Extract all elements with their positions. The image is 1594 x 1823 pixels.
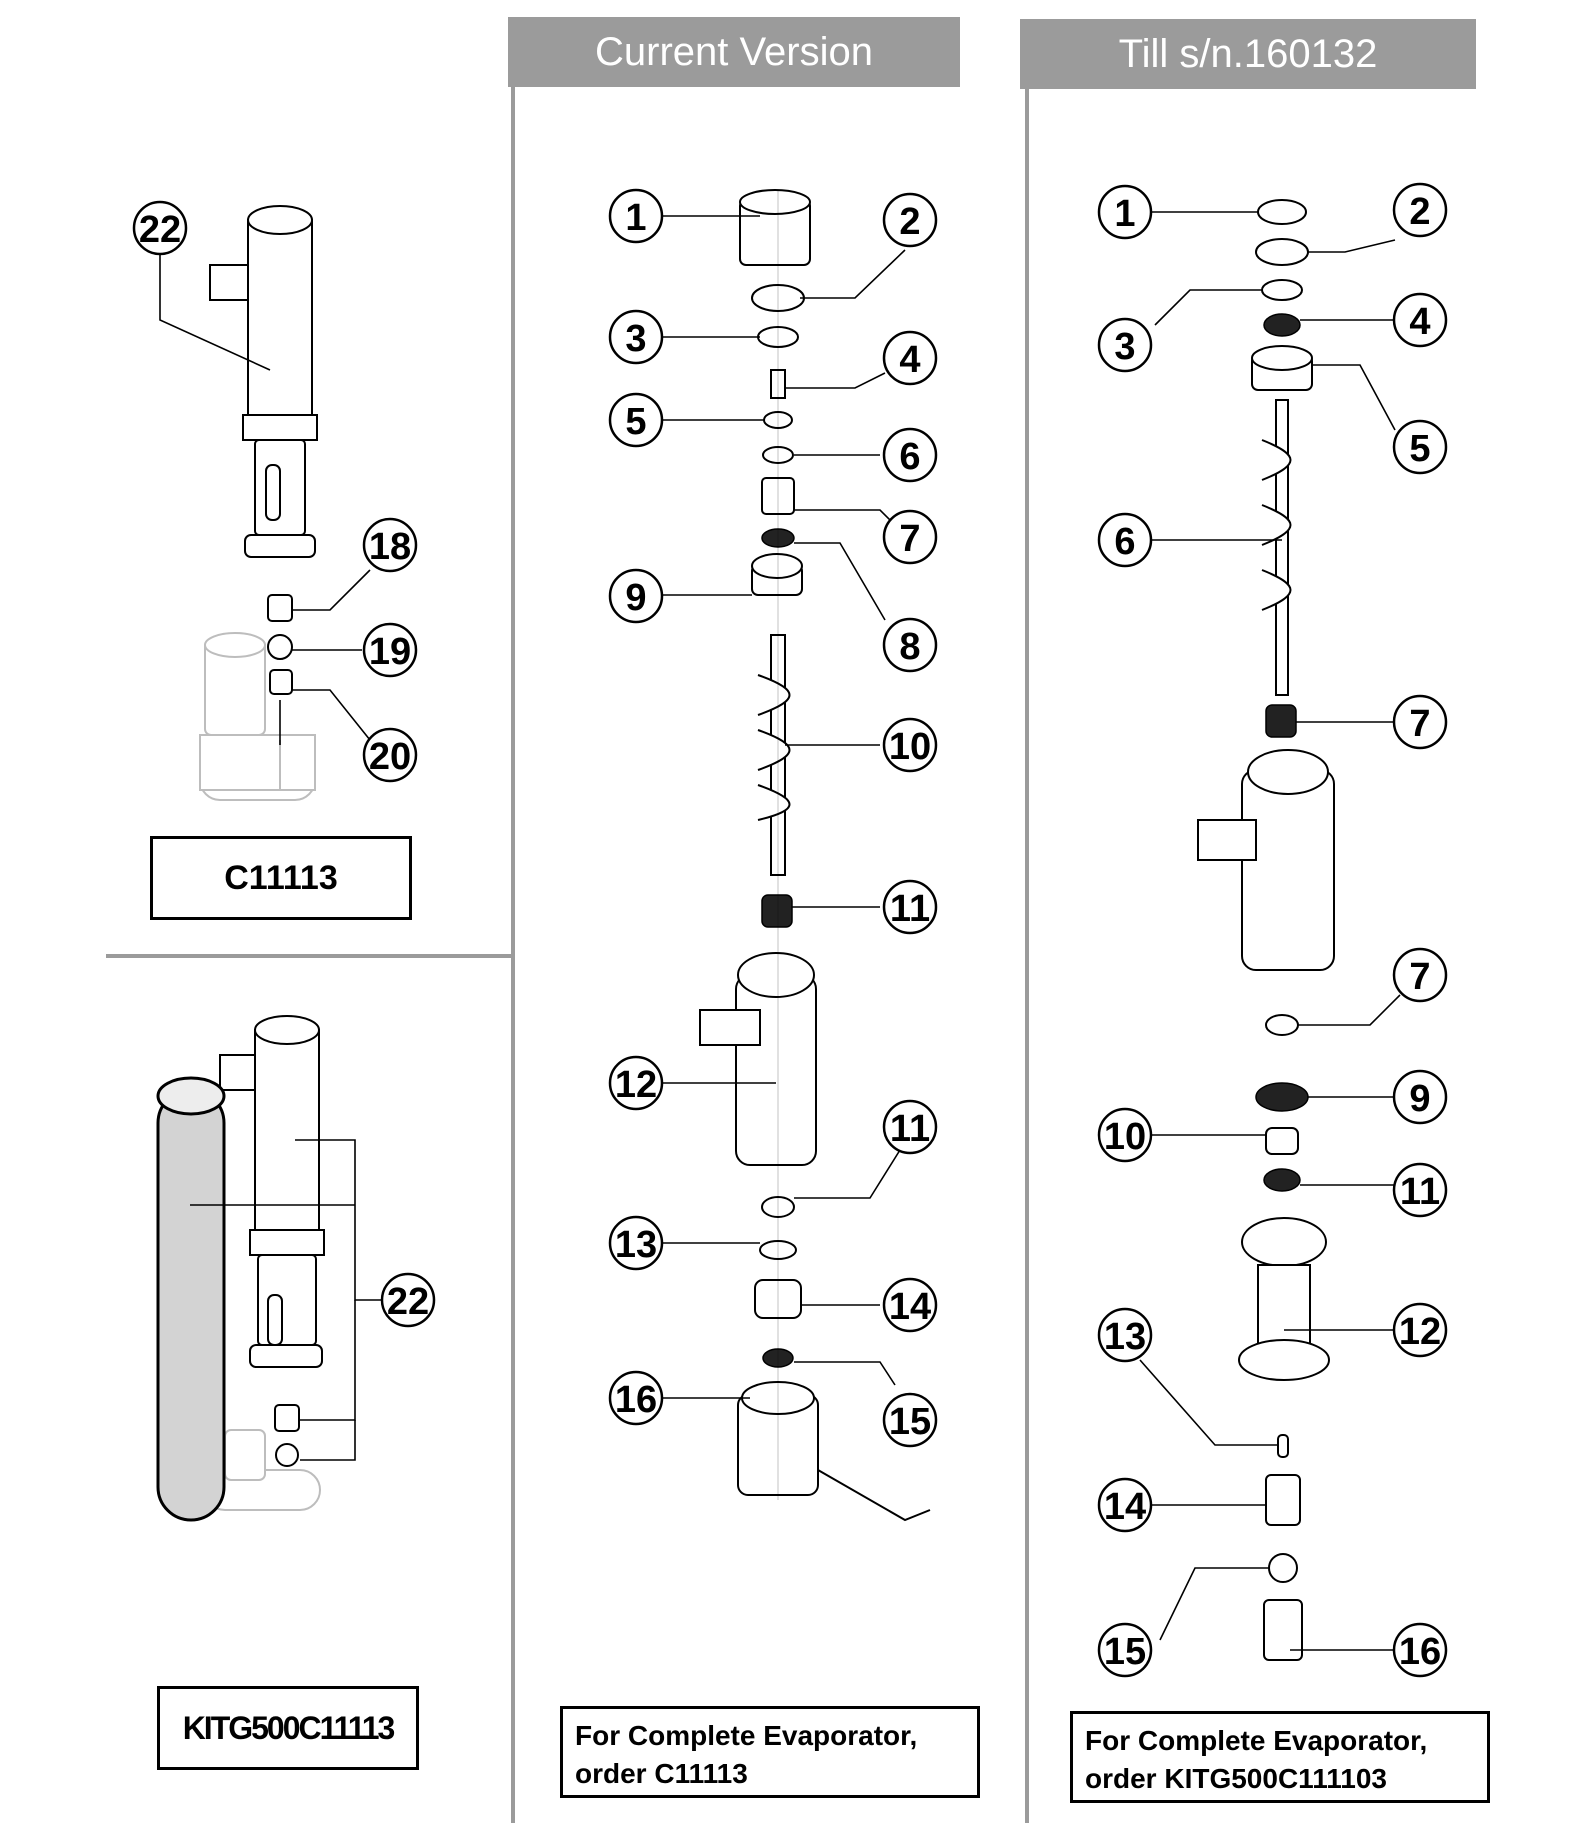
divider-left: [511, 85, 515, 1823]
callout-current-10: 10: [882, 717, 938, 773]
svg-text:8: 8: [899, 626, 920, 668]
callout-current-1: 1: [608, 188, 664, 244]
svg-text:15: 15: [1104, 1631, 1146, 1673]
svg-text:7: 7: [899, 518, 920, 560]
svg-text:1: 1: [1114, 193, 1135, 235]
callout-old-7-upper: 7: [1392, 694, 1448, 750]
svg-text:9: 9: [625, 577, 646, 619]
callout-current-7: 7: [882, 509, 938, 565]
part-number-c11113: C11113: [150, 836, 412, 920]
callout-old-7-lower: 7: [1392, 947, 1448, 1003]
callout-old-6: 6: [1097, 512, 1153, 568]
svg-text:9: 9: [1409, 1078, 1430, 1120]
svg-text:15: 15: [889, 1401, 931, 1443]
svg-text:13: 13: [615, 1224, 657, 1266]
part-number-kitg500c11113: KITG500C11113: [157, 1686, 419, 1770]
callout-18: 18: [362, 517, 418, 573]
order-note-old-line2: order KITG500C111103: [1085, 1763, 1387, 1794]
callout-old-15: 15: [1097, 1622, 1153, 1678]
callout-old-3: 3: [1097, 317, 1153, 373]
assembled-evaporator-kit: [156, 1015, 385, 1522]
callout-current-15: 15: [882, 1392, 938, 1448]
callout-current-12: 12: [608, 1055, 664, 1111]
svg-text:5: 5: [625, 401, 646, 443]
svg-text:11: 11: [890, 1108, 930, 1150]
callout-current-2: 2: [882, 192, 938, 248]
order-note-old: For Complete Evaporator, order KITG500C1…: [1070, 1711, 1490, 1803]
svg-text:12: 12: [1399, 1311, 1441, 1353]
svg-text:3: 3: [1114, 326, 1135, 368]
svg-text:6: 6: [1114, 521, 1135, 563]
callout-current-14: 14: [882, 1277, 938, 1333]
svg-text:5: 5: [1409, 428, 1430, 470]
divider-right: [1025, 88, 1029, 1823]
header-till-serial: Till s/n.160132: [1020, 19, 1476, 89]
divider-left-horizontal: [106, 954, 513, 958]
callout-current-11-lower: 11: [882, 1099, 938, 1155]
svg-text:7: 7: [1409, 956, 1430, 998]
order-note-current-line2: order C11113: [575, 1758, 748, 1789]
callout-old-14: 14: [1097, 1477, 1153, 1533]
svg-text:22: 22: [139, 209, 181, 251]
svg-text:16: 16: [1399, 1631, 1441, 1673]
svg-text:20: 20: [369, 736, 411, 778]
callout-old-11: 11: [1392, 1162, 1448, 1218]
svg-text:16: 16: [615, 1379, 657, 1421]
assembled-evaporator-c11113: [199, 205, 318, 801]
callout-old-10: 10: [1097, 1107, 1153, 1163]
callout-current-4: 4: [882, 330, 938, 386]
svg-text:11: 11: [890, 888, 930, 930]
svg-text:18: 18: [369, 526, 411, 568]
svg-text:1: 1: [625, 197, 646, 239]
callout-old-16: 16: [1392, 1622, 1448, 1678]
svg-text:14: 14: [889, 1286, 931, 1328]
leader-lines: [159, 211, 1401, 1651]
old-version-parts: [1197, 199, 1335, 1661]
callout-current-6: 6: [882, 427, 938, 483]
callout-old-4: 4: [1392, 292, 1448, 348]
callout-current-16: 16: [608, 1370, 664, 1426]
callout-current-11-upper: 11: [882, 879, 938, 935]
svg-text:2: 2: [899, 201, 920, 243]
callout-22-kit: 22: [380, 1272, 436, 1328]
callout-19: 19: [362, 622, 418, 678]
svg-text:11: 11: [1400, 1171, 1440, 1213]
callout-current-3: 3: [608, 309, 664, 365]
svg-text:10: 10: [1104, 1116, 1146, 1158]
order-note-current-line1: For Complete Evaporator,: [575, 1720, 918, 1751]
callout-current-13: 13: [608, 1215, 664, 1271]
callout-old-5: 5: [1392, 419, 1448, 475]
svg-text:4: 4: [1409, 301, 1430, 343]
callout-20: 20: [362, 727, 418, 783]
svg-text:4: 4: [899, 339, 920, 381]
callout-old-9: 9: [1392, 1069, 1448, 1125]
svg-text:22: 22: [387, 1281, 429, 1323]
callout-old-12: 12: [1392, 1302, 1448, 1358]
svg-text:14: 14: [1104, 1486, 1146, 1528]
callout-current-5: 5: [608, 392, 664, 448]
callout-22-top: 22: [132, 200, 188, 256]
order-note-old-line1: For Complete Evaporator,: [1085, 1725, 1428, 1756]
svg-text:12: 12: [615, 1064, 657, 1106]
svg-text:6: 6: [899, 436, 920, 478]
svg-text:7: 7: [1409, 703, 1430, 745]
callout-current-8: 8: [882, 617, 938, 673]
callout-old-2: 2: [1392, 182, 1448, 238]
order-note-current: For Complete Evaporator, order C11113: [560, 1706, 980, 1798]
callout-old-1: 1: [1097, 184, 1153, 240]
svg-text:10: 10: [889, 726, 931, 768]
svg-text:13: 13: [1104, 1316, 1146, 1358]
svg-text:19: 19: [369, 631, 411, 673]
svg-text:3: 3: [625, 318, 646, 360]
callout-current-9: 9: [608, 568, 664, 624]
header-current-version: Current Version: [508, 17, 960, 87]
callout-old-13: 13: [1097, 1307, 1153, 1363]
svg-text:2: 2: [1409, 191, 1430, 233]
current-version-parts: [699, 189, 931, 1522]
